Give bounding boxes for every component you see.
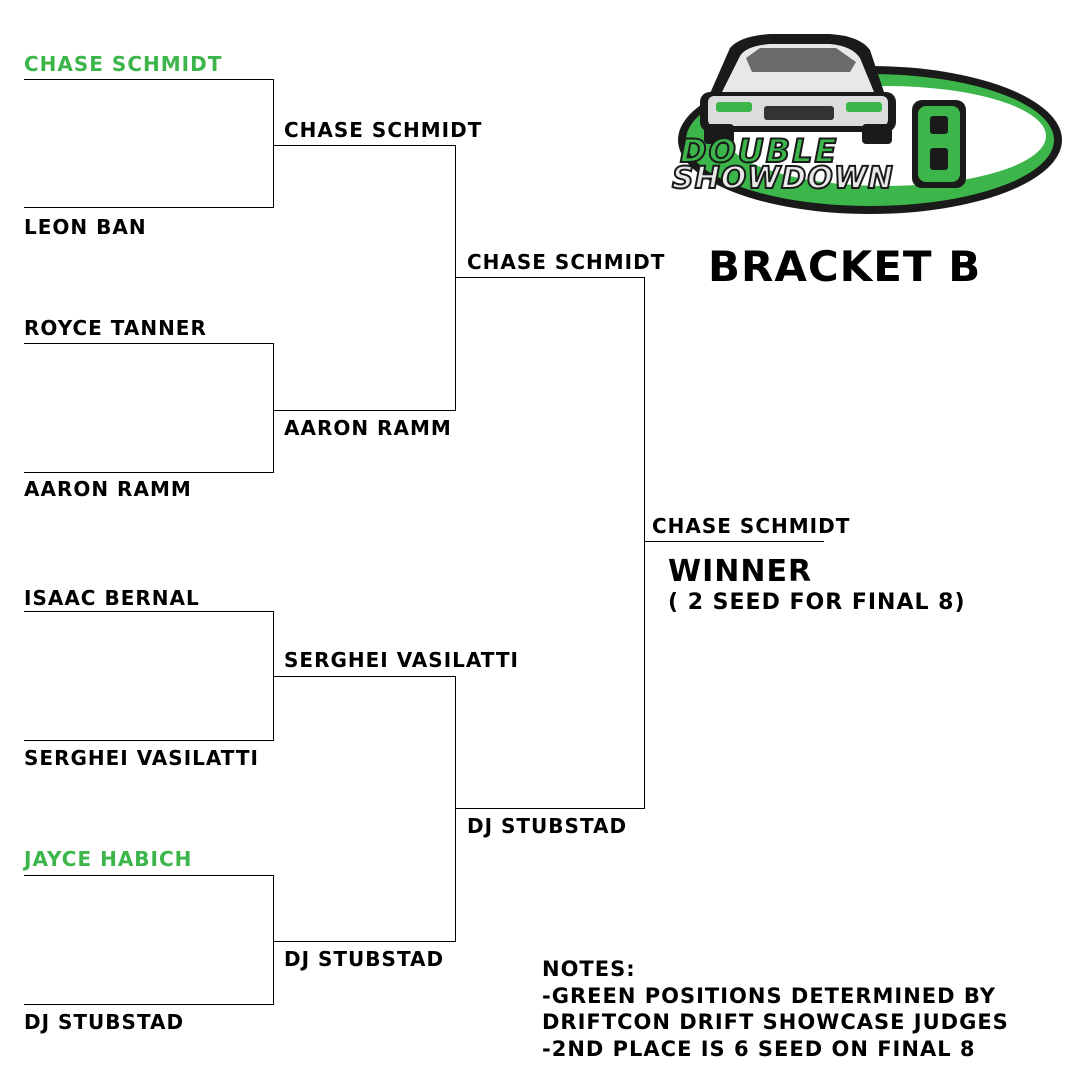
r3-slot-2: DJ STUBSTAD — [467, 814, 628, 838]
r1-slot-4: AARON RAMM — [24, 477, 192, 501]
r2-line-2 — [273, 410, 456, 411]
r1-slot-5: ISAAC BERNAL — [24, 586, 200, 610]
r3-connector — [644, 277, 645, 809]
r2-slot-3: SERGHEI VASILATTI — [284, 648, 519, 672]
notes-block: NOTES: -GREEN POSITIONS DETERMINED BY DR… — [542, 956, 1009, 1062]
r2-connector-a — [455, 145, 456, 411]
r1-line-6 — [24, 740, 274, 741]
r1-slot-2: LEON BAN — [24, 215, 147, 239]
r1-connector-b — [273, 343, 274, 473]
bracket-title: BRACKET B — [708, 242, 982, 291]
r2-line-3 — [273, 676, 456, 677]
numeral-8-icon — [912, 100, 966, 188]
r1-line-5 — [24, 611, 274, 612]
final-line — [644, 541, 824, 542]
final-winner-name: CHASE SCHMIDT — [652, 514, 851, 538]
r2-slot-2: AARON RAMM — [284, 416, 452, 440]
r3-line-2 — [455, 808, 645, 809]
r2-slot-1: CHASE SCHMIDT — [284, 118, 483, 142]
winner-seed-note: ( 2 SEED FOR FINAL 8) — [668, 590, 966, 615]
r1-slot-8: DJ STUBSTAD — [24, 1010, 185, 1034]
r1-line-3 — [24, 343, 274, 344]
r3-line-1 — [455, 277, 645, 278]
r1-connector-a — [273, 79, 274, 208]
r1-line-7 — [24, 875, 274, 876]
logo-line2: SHOWDOWN — [672, 161, 894, 196]
r2-line-1 — [273, 145, 456, 146]
notes-line-1: -GREEN POSITIONS DETERMINED BY — [542, 983, 996, 1008]
r2-slot-4: DJ STUBSTAD — [284, 947, 445, 971]
r1-line-1 — [24, 79, 274, 80]
winner-label: WINNER — [668, 554, 813, 589]
car-icon — [700, 34, 896, 144]
r1-slot-1: CHASE SCHMIDT — [24, 52, 223, 76]
double-8-showdown-logo: DOUBLE SHOWDOWN — [671, 34, 1062, 214]
logo-line1: DOUBLE — [680, 132, 838, 170]
r1-slot-7: JAYCE HABICH — [24, 847, 193, 871]
r1-slot-3: ROYCE TANNER — [24, 316, 207, 340]
r1-line-8 — [24, 1004, 274, 1005]
r1-slot-6: SERGHEI VASILATTI — [24, 746, 259, 770]
r1-line-2 — [24, 207, 274, 208]
notes-line-2: DRIFTCON DRIFT SHOWCASE JUDGES — [542, 1010, 1009, 1034]
r2-connector-b — [455, 676, 456, 942]
r3-slot-1: CHASE SCHMIDT — [467, 250, 666, 274]
r1-line-4 — [24, 472, 274, 473]
r1-connector-d — [273, 875, 274, 1005]
notes-line-3: -2ND PLACE IS 6 SEED ON FINAL 8 — [542, 1036, 976, 1061]
notes-heading: NOTES: — [542, 957, 636, 981]
r2-line-4 — [273, 941, 456, 942]
